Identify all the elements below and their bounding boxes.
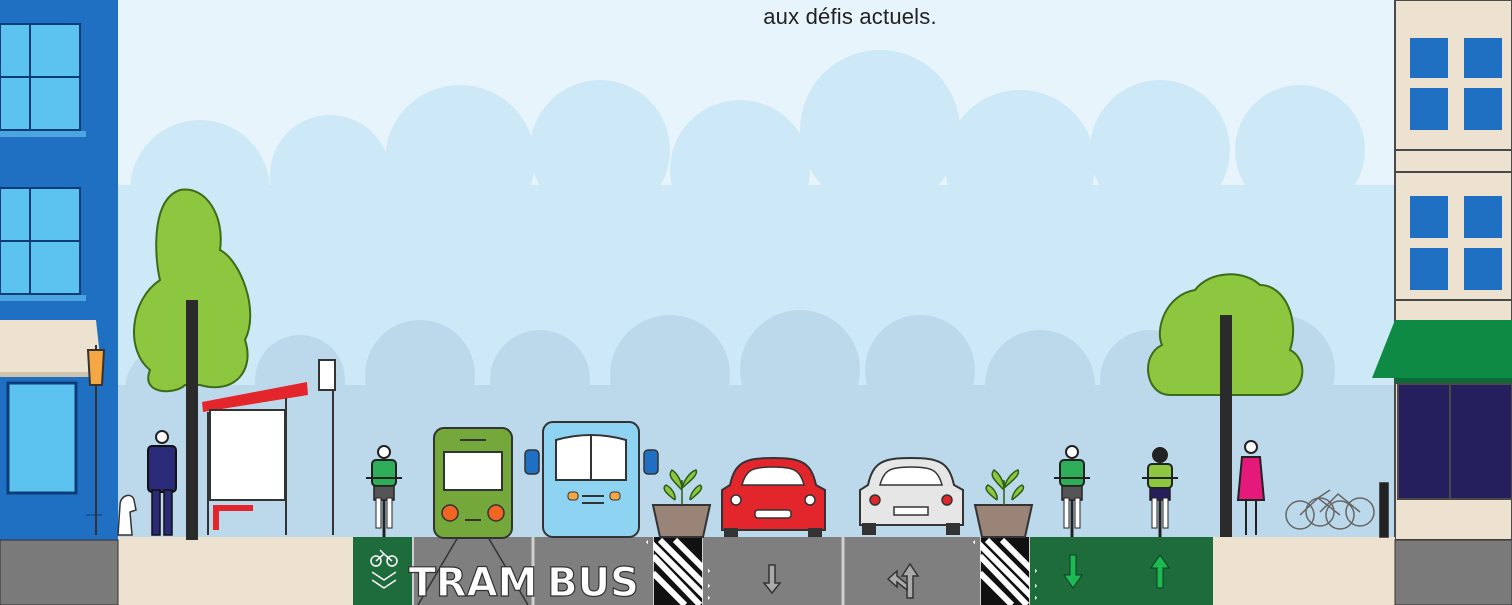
sidewalk-left — [118, 537, 353, 605]
bike-lane-right — [1030, 537, 1213, 605]
bus — [525, 422, 658, 537]
tram — [434, 428, 512, 538]
bus-lane-label: BUS — [547, 560, 639, 605]
tram-lane-label: TRAM — [409, 560, 538, 605]
grey-car — [860, 458, 963, 535]
sidewalk-right — [1213, 537, 1395, 605]
ground-left — [0, 540, 118, 605]
building-left — [0, 0, 118, 540]
red-car — [722, 458, 825, 537]
bike-lane-left — [353, 537, 413, 605]
caption-text: aux défis actuels. — [640, 4, 1060, 30]
ground-right — [1395, 540, 1512, 605]
